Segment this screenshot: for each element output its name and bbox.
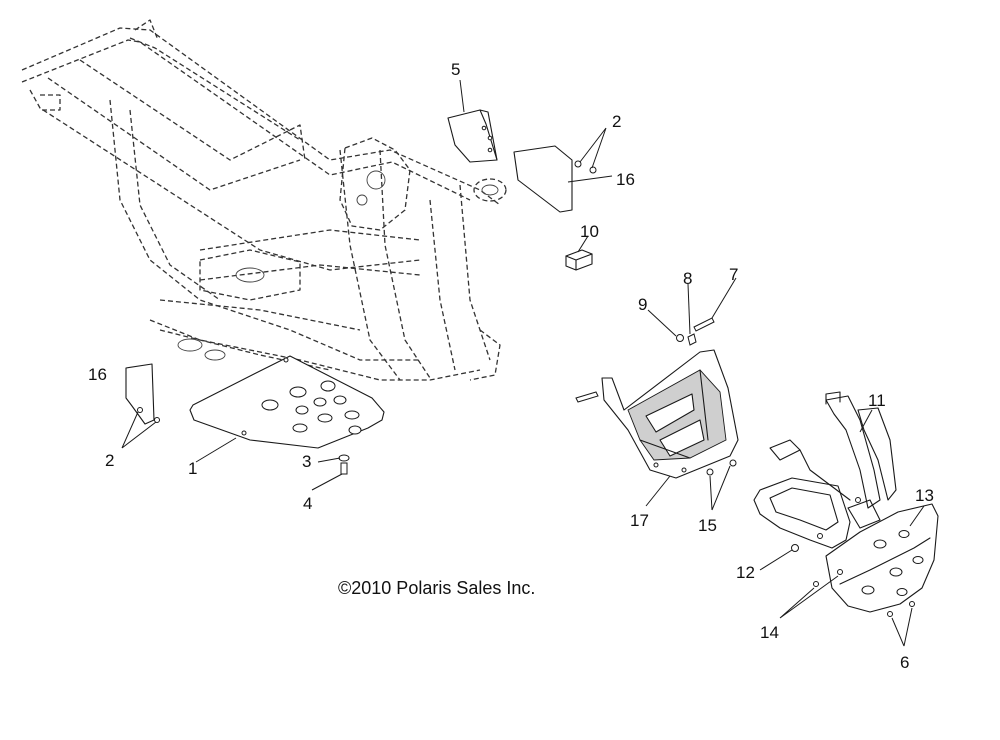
callout-12: 12 <box>736 563 755 582</box>
callout-3: 3 <box>302 452 311 471</box>
callout-16-right: 16 <box>616 170 635 189</box>
callout-10: 10 <box>580 222 599 241</box>
callout-14: 14 <box>760 623 779 642</box>
washer-part-3 <box>338 454 350 462</box>
nut-part-12 <box>791 544 799 552</box>
callout-13: 13 <box>915 486 934 505</box>
callout-7: 7 <box>729 265 738 284</box>
nut-part-9 <box>676 334 684 342</box>
bolt-part-4 <box>340 462 348 475</box>
callout-labels: 1 2 3 4 5 2 16 16 10 9 8 7 17 15 11 13 1… <box>88 60 934 672</box>
vehicle-frame <box>21 19 507 381</box>
callout-8: 8 <box>683 269 692 288</box>
nut-pair-part-15 <box>706 459 737 476</box>
callout-9: 9 <box>638 295 647 314</box>
front-skid-plate-part-13 <box>825 503 939 613</box>
callout-16-left: 16 <box>88 365 107 384</box>
nut-pair-right-part-2 <box>574 160 597 174</box>
side-panel-right-part-16 <box>513 145 573 213</box>
screw-pair-part-14 <box>813 569 843 587</box>
screw-pair-part-6 <box>887 601 915 617</box>
callout-2-right: 2 <box>612 112 621 131</box>
callout-15: 15 <box>698 516 717 535</box>
callout-11: 11 <box>868 391 886 410</box>
front-bumper-part-11 <box>753 391 897 549</box>
grille-bolt <box>575 391 599 403</box>
leader-lines <box>121 79 925 647</box>
callout-17: 17 <box>630 511 649 530</box>
callout-5: 5 <box>451 60 460 79</box>
copyright-notice: ©2010 Polaris Sales Inc. <box>338 578 535 598</box>
bolt-part-8 <box>687 333 697 346</box>
callout-2-left: 2 <box>105 451 114 470</box>
callout-4: 4 <box>303 494 312 513</box>
side-panel-left-part-16 <box>125 363 160 425</box>
callout-1: 1 <box>188 459 197 478</box>
skid-plate-part-1 <box>189 355 385 449</box>
front-grille-part-17 <box>601 349 739 479</box>
bracket-part-5 <box>447 109 498 163</box>
callout-6: 6 <box>900 653 909 672</box>
bumper-block-part-10 <box>565 249 593 271</box>
bolt-part-7 <box>693 317 715 332</box>
